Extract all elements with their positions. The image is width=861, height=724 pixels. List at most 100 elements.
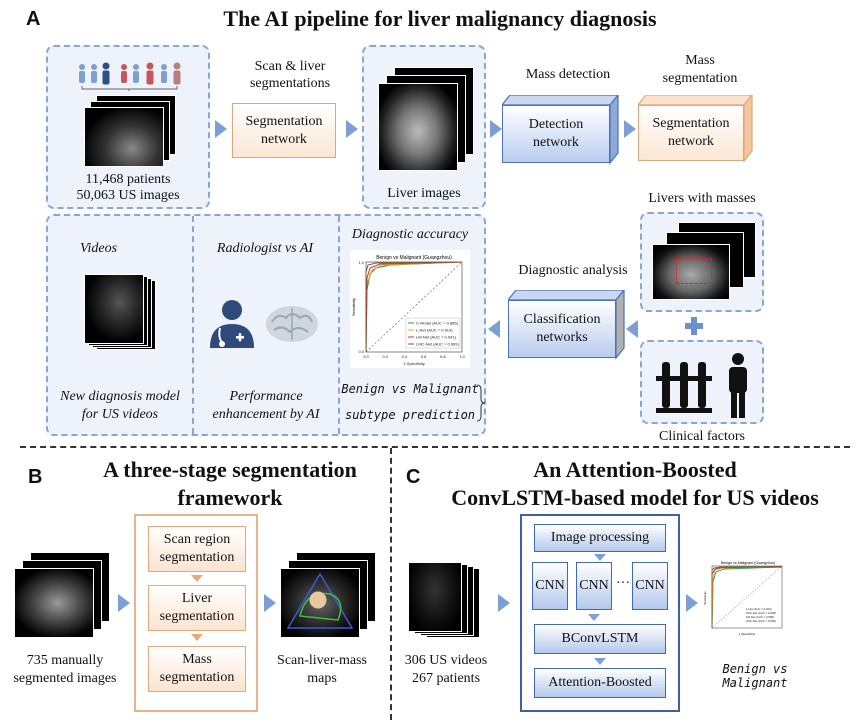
class-net-line1: Classification [523,312,601,327]
seg-net2-line1: Segmentation [652,116,730,131]
c-arrow-down-1 [594,554,606,561]
roc-a-xtick-1: 0.2 [382,354,388,359]
b-input-caption-1: 735 manually [26,653,104,668]
stage3-line2: segmentation [159,670,235,685]
video-frame [84,274,144,344]
diag-accuracy-label: Diagnostic accuracy [351,227,469,242]
b-output-overlay [286,572,354,629]
mass-seg-label-2: segmentation [662,71,738,86]
cnn-box-n: CNN [632,562,668,610]
roc-c-ylabel: Sensitivity [703,591,707,605]
classification-network-3d [508,290,625,360]
seg-net-line1: Segmentation [245,113,323,129]
mass-bbox [676,258,712,284]
c-arrow-down-2 [588,614,600,621]
roc-c-xlabel: 1-Specificity [739,632,756,636]
cnn-label-2: CNN [579,578,609,593]
scan-label-2: segmentations [249,76,331,91]
roc-a-xtick-2: 0.4 [402,354,408,359]
videos-label: Videos [80,241,118,256]
panel-c-title-2: ConvLSTM-based model for US videos [451,485,819,510]
arrow-5-left [488,320,500,338]
panel-a-title: The AI pipeline for liver malignancy dia… [223,6,657,31]
radiologist-label: Radiologist vs AI [216,241,314,256]
roc-c-legend-2: LMC-Net (AUC = 0.938) [746,611,776,615]
roc-a-xtick-0: 0.0 [363,354,369,359]
roc-a-xtick-5: 1.0 [459,354,465,359]
b-arrow-2 [264,594,276,612]
class-net-line2: networks [536,330,588,345]
input-caption-images: 50,063 US images [76,188,180,203]
det-net-line2: network [533,135,579,150]
roc-c-legend-3: LM-Net (AUC = 0.968) [746,615,774,619]
videos-caption-1: New diagnosis model [60,389,180,404]
stage2-line1: Liver [181,591,213,606]
image-processing-box: Image processing [534,524,666,552]
roc-a-ytick-0: 0.0 [358,349,364,354]
plus-icon [685,317,703,335]
stage2-line2: segmentation [159,609,235,624]
roc-a-xtick-3: 0.6 [421,354,427,359]
segmentation-network-box: Segmentation network [232,103,336,158]
results-divider-2 [338,216,340,434]
videos-caption-2: for US videos [81,407,159,422]
bracket [476,384,486,422]
b-arrow-1 [118,594,130,612]
radiologist-caption-1: Performance [229,389,303,404]
cnn-box-2: CNN [576,562,612,610]
image-processing-label: Image processing [550,530,650,545]
seg-network-2-3d [638,95,753,163]
horizontal-separator [20,446,850,448]
mass-img [652,244,730,300]
arrow-6-left [626,320,638,338]
roc-chart-c: Benign vs Malignant (Guangzhou) L-Net (A… [702,558,786,638]
scan-label-1: Scan & liver [254,59,326,74]
cnn-ellipsis: ··· [616,576,630,591]
clinical-factors-box [640,340,764,424]
liver-image [378,83,458,171]
radiologist-caption-2: enhancement by AI [212,407,320,422]
panel-b-title-1: A three-stage segmentation [103,457,357,482]
seg-net2-line2: network [668,134,714,149]
livers-with-masses-label: Livers with masses [648,191,756,206]
b-output-caption-1: Scan-liver-mass [277,653,367,668]
mass-seg-label-1: Mass [685,53,715,68]
roc-a-xtick-4: 0.8 [440,354,446,359]
det-net-line1: Detection [528,117,584,132]
attention-boosted-box: Attention-Boosted [534,668,666,698]
c-arrow-1 [498,594,510,612]
cnn-label-1: CNN [535,578,565,593]
arrow-2 [346,120,358,138]
panel-b-title-2: framework [177,485,283,510]
stage1-line2: segmentation [159,550,235,565]
roc-c-legend-1: L-Net (AUC = 0.944) [746,607,772,611]
subtype-label: subtype prediction [344,408,476,422]
b-output-caption-2: maps [307,671,337,686]
panel-c-letter: C [406,466,421,488]
roc-chart-a: Benign vs Malignant (Guangzhou) C-Model … [350,250,470,368]
c-input-caption-1: 306 US videos [404,653,488,668]
detection-network-box: Detection network [502,105,610,163]
roc-a-title: Benign vs Malignant (Guangzhou) [376,255,452,261]
livers-masses-box [640,212,764,312]
us-image [84,107,164,167]
stage-arrow-1 [191,575,203,582]
segmentation-network-2-box: Segmentation network [638,105,744,161]
benign-malignant-label: Benign vs Malignant [341,382,479,396]
detection-network-3d [502,95,619,165]
roc-a-legend-2: L-Net (AUC = 0.919) [416,328,453,333]
stage-mass: Mass segmentation [148,646,246,692]
stage1-line1: Scan region [163,532,231,547]
b-input-caption-2: segmented images [13,671,117,686]
roc-a-xlabel: 1-Specificity [403,361,425,366]
test-tubes-icon [656,362,712,413]
arrow-1 [215,120,227,138]
roc-a-ytick-5: 1.0 [358,260,364,265]
bconvlstm-box: BConvLSTM [534,624,666,654]
roc-c-legend-4: LMC-Net (AUC = 0.993) [746,619,776,623]
arrow-4 [624,120,636,138]
seg-net-line2: network [261,131,307,147]
stage-liver: Liver segmentation [148,585,246,631]
b-input-image [14,568,94,638]
bconvlstm-label: BConvLSTM [561,631,639,646]
